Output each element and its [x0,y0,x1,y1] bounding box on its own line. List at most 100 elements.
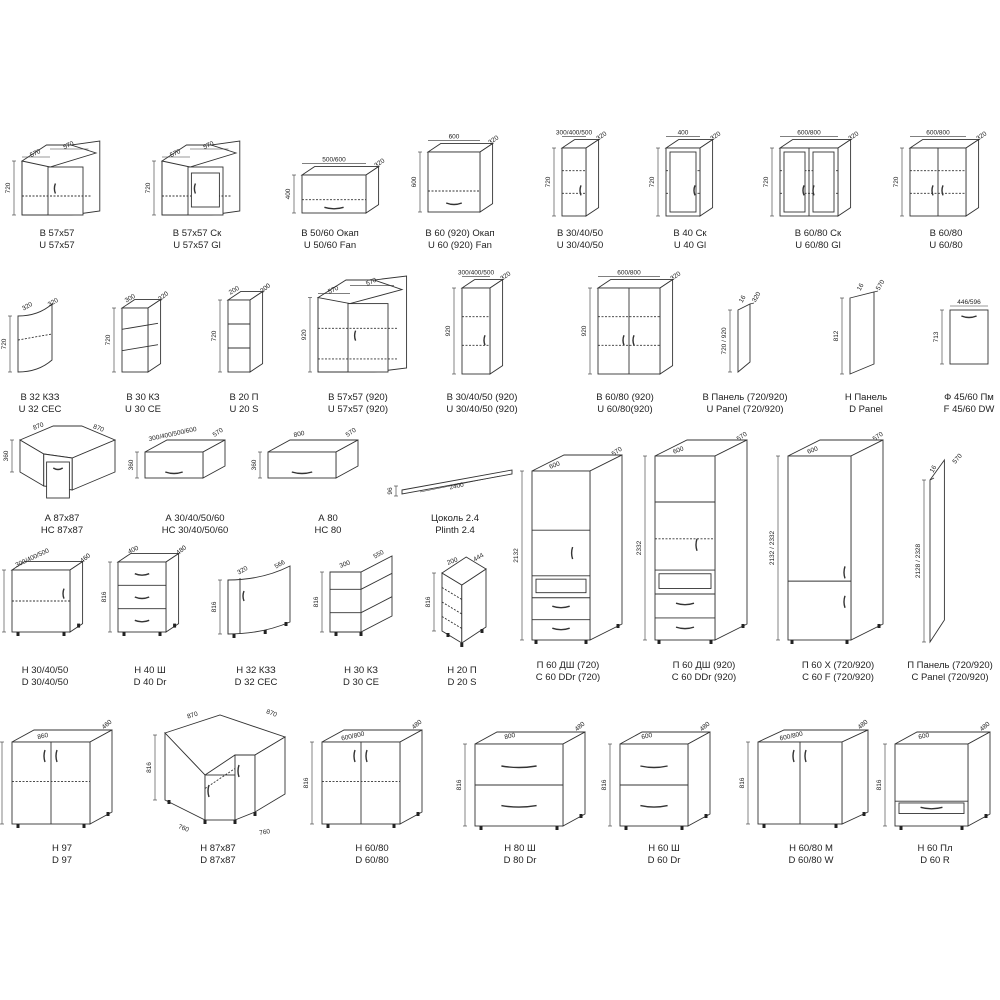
h87x87-dim-w: 870 [186,710,199,720]
module-code-en: U 20 S [229,404,259,415]
module-code-ru: В 30/40/50 (920) [446,392,518,403]
module-code-en: U 57x57 (920) [327,404,389,415]
module-code-en: U 60/80 Gl [795,240,841,251]
module-code-en: D 60/80 W [788,855,834,866]
b57x57-dim-h: 720 [5,182,12,193]
b57x57_920-dim-h: 920 [301,329,308,340]
b6080sk-dim-w: 600/800 [797,130,821,137]
module-code-en: D 32 CEC [234,677,278,688]
ppanel-dim-w: 16 [929,464,939,474]
module-code-ru: А 87х87 [44,513,80,524]
module-code-en: U 60/80 [929,240,963,251]
module-code-ru: Н 87х87 [200,843,236,854]
p60x-dim-h: 2132 / 2332 [769,530,776,565]
module-code-ru: В 20 П [229,392,259,403]
b5060okap-dim-h: 400 [285,188,292,199]
module-code-ru: В 40 Ск [673,228,707,239]
b30kz-dim-d: 320 [157,290,170,303]
h6080m-dim-w: 600/800 [779,731,804,743]
h30kz-dim-h: 816 [313,596,320,607]
p60dsh920-dim-h: 2332 [636,540,643,555]
cokol-dim-h: 96 [387,487,394,495]
b60okap-dim-d: 320 [487,134,500,146]
b30kz-dim-w: 300 [124,293,137,305]
module-code-ru: П 60 Х (720/920) [801,660,875,671]
module-code-en: Plinth 2.4 [435,525,475,536]
h6080-dim-d: 480 [411,718,424,731]
b30kz-dim-h: 720 [105,334,112,345]
b6080-dim-d: 320 [975,130,988,142]
module-code-en: U 32 CEC [18,404,62,415]
module-code-ru: В 50/60 Окап [301,228,359,239]
module-code-ru: В 30/40/50 [557,228,603,239]
module-code-ru: В 57х57 (920) [328,392,388,403]
h20p-dim-w: 200 [446,556,459,566]
module-code-ru: В Панель (720/920) [702,392,788,403]
h32kz3-dim-w: 320 [236,565,249,577]
b32kz3-dim-h: 720 [1,338,8,349]
a80-dim-w: 800 [293,430,305,439]
module-code-en: D 20 S [447,677,477,688]
p60x-dim-w: 600 [806,445,819,455]
h87x87-dim-d: 870 [265,708,278,718]
npanel-dim-h: 812 [833,330,840,341]
b57x57sk-dim-w: 570 [169,148,182,159]
module-code-en: D 60 Dr [647,855,681,866]
b304050-dim-w: 300/400/500 [556,130,593,137]
module-code-ru: Н 20 П [447,665,477,676]
h87x87-dim-x1: 760 [177,823,190,833]
module-code-en: U 57x57 [39,240,75,251]
module-code-ru: Н 30 КЗ [344,665,378,676]
module-code-en: D 30 CE [343,677,379,688]
module-code-ru: Н 60/80 М [789,843,833,854]
f4560-dim-h: 713 [933,331,940,342]
module-label: В 60/80 (920)U 60/80(920) [555,392,695,416]
h6080-dim-h: 816 [303,777,310,788]
module-code-ru: П Панель (720/920) [907,660,993,671]
module-code-ru: Н 60 Пл [917,843,953,854]
module-code-ru: Н Панель [844,392,888,403]
module-code-ru: Н 60 Ш [648,843,680,854]
module-code-en: U 60 (920) Fan [428,240,492,251]
h97-dim-d: 460 [101,718,114,731]
module-code-en: F 45/60 DW [943,404,995,415]
module-code-en: D 60/80 [355,855,389,866]
module-code-en: D 60 R [920,855,950,866]
b304050-dim-h: 720 [545,176,552,187]
module-code-en: D 97 [51,855,73,866]
module-code-en: D 30/40/50 [21,677,69,688]
p60dsh720-dim-h: 2132 [513,548,520,563]
b6080_920-dim-d: 320 [669,270,682,282]
b20p-dim-d: 300 [259,282,272,295]
h304050-dim-h: 816 [0,595,2,606]
module-code-ru: Н 30/40/50 [21,665,69,676]
